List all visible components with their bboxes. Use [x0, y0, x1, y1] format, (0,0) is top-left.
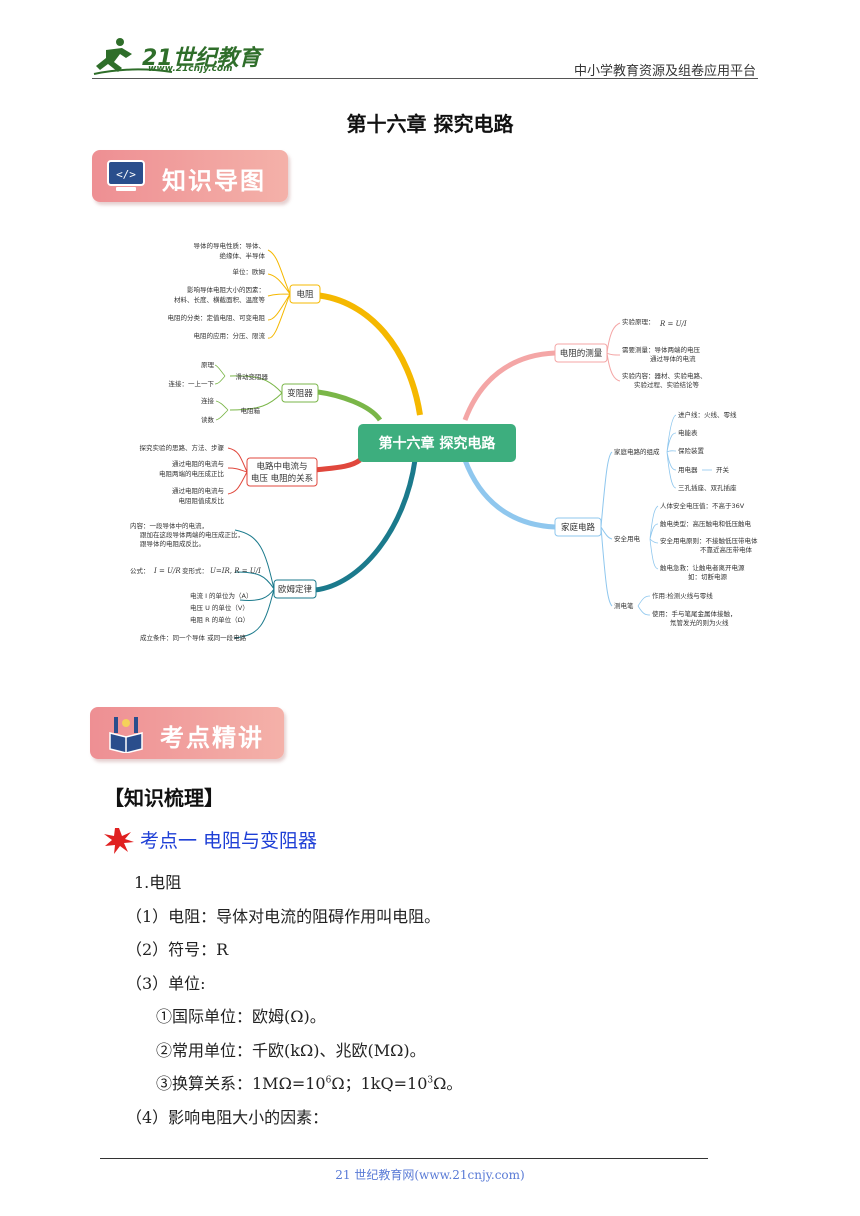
red-star-icon — [104, 828, 134, 854]
mm-leaf: 作用:检测火线与零线 — [652, 591, 713, 600]
body-line-7: ③换算关系：1MΩ=106Ω；1kQ=103Ω。 — [156, 1074, 463, 1093]
mm-leaf: 安全用电原则：不接触低压带电体 — [660, 536, 758, 545]
kaodian-title: 考点一 电阻与变阻器 — [140, 830, 318, 852]
mm-leaf: 用电器 — [678, 465, 698, 474]
svg-text:</>: </> — [116, 168, 136, 181]
mm-leaf: 公式： — [130, 566, 150, 575]
book-icon — [109, 717, 143, 753]
mm-leaf: 实验原理： — [622, 317, 655, 326]
body-line-5: ①国际单位：欧姆(Ω)。 — [156, 1007, 326, 1026]
mm-leaf: 人体安全电压值：不高于36V — [660, 501, 745, 510]
mm-sub: 电阻箱 — [241, 406, 261, 415]
mm-sub: 安全用电 — [614, 534, 641, 543]
logo-runner-icon — [93, 38, 173, 75]
mm-leaf: 内容：一段导体中的电流， — [130, 521, 208, 530]
header-platform-text: 中小学教育资源及组卷应用平台 — [573, 64, 756, 79]
mm-leaf: 不靠近高压带电体 — [700, 545, 753, 554]
mm-leaf: 开关 — [716, 465, 730, 474]
mm-leaf: 通过电阻的电流与 — [172, 486, 224, 495]
mm-rheostat: 变阻器 — [287, 388, 313, 399]
mm-leaf: 需要测量：导体两端的电压 — [622, 345, 701, 354]
mm-relation-l1: 电路中电流与 — [256, 461, 307, 472]
mm-leaf: 导体的导电性质：导体、 — [194, 241, 266, 250]
mm-measure: 电阻的测量 — [560, 348, 603, 359]
body-line-1: 1.电阻 — [134, 873, 182, 892]
mm-leaf: 电压 U 的单位（V） — [190, 603, 249, 612]
body-line-8: （4）影响电阻大小的因素： — [126, 1108, 329, 1127]
mm-leaf: 电流 I 的单位为（A） — [190, 591, 253, 600]
mm-leaf: 通过导体的电流 — [650, 354, 696, 363]
code-monitor-icon: </> — [107, 160, 145, 191]
mm-sub: 测电笔 — [614, 601, 634, 610]
mm-leaf: 材料、长度、横截面积、温度等 — [174, 295, 266, 304]
mm-leaf: 实验内容：器材、实验电路、 — [622, 371, 707, 380]
mind-map: 第十六章 探究电路 电阻 导体的导电性质：导体、 绝缘体、半导体 单位：欧姆 影… — [130, 241, 758, 642]
mm-leaf: 连接：一上一下 — [169, 379, 215, 388]
mm-leaf: 电阻阻值成反比 — [179, 496, 225, 505]
mm-leaf: 成立条件：同一个导体 或同一段电路 — [140, 633, 247, 642]
mm-ohm: 欧姆定律 — [278, 584, 313, 595]
body-line-2: （1）电阻：导体对电流的阻碍作用叫电阻。 — [126, 907, 441, 926]
mm-leaf: 绝缘体、半导体 — [220, 251, 266, 260]
mm-leaf: 三孔插座、双孔插座 — [678, 483, 737, 492]
mm-sub: 滑动变阻器 — [236, 372, 269, 381]
mm-formula-variant: U=IR, R = U/I — [210, 567, 261, 575]
mm-leaf: 实验过程、实验结论等 — [634, 380, 700, 389]
mm-formula: I = U/R — [153, 567, 181, 575]
mm-leaf: 使用：手与笔尾金属体接触， — [652, 609, 737, 618]
logo-text: 21世纪教育 — [142, 46, 261, 71]
mm-leaf: 进户线：火线、零线 — [678, 410, 737, 419]
mindmap-banner: </> 知识导图 — [92, 150, 288, 202]
mm-leaf: 电能表 — [678, 428, 698, 437]
body-line-3: （2）符号：R — [126, 940, 229, 959]
mm-leaf: 触电急救：让触电者离开电源 — [660, 563, 745, 572]
mm-leaf: 保险装置 — [678, 446, 705, 455]
mm-measure-formula: R = U/I — [659, 320, 687, 328]
mm-resistance: 电阻 — [296, 289, 314, 300]
keypoints-banner-text: 考点精讲 — [160, 724, 264, 752]
mm-leaf: 电阻两端的电压成正比 — [159, 469, 225, 478]
mindmap-center: 第十六章 探究电路 — [379, 435, 497, 452]
mm-leaf: 电阻的分类：定值电阻、可变电阻 — [168, 313, 266, 322]
section-heading: 【知识梳理】 — [104, 786, 224, 810]
mm-leaf: 氖管发光的则为火线 — [670, 618, 729, 627]
mm-leaf: 跟导体的电阻成反比。 — [140, 539, 205, 548]
mm-leaf: 变形式： — [182, 566, 208, 575]
mm-leaf: 探究实验的思路、方法、步骤 — [140, 443, 225, 452]
mm-leaf: 跟加在这段导体两端的电压成正比， — [140, 530, 244, 539]
mm-leaf: 通过电阻的电流与 — [172, 459, 224, 468]
page-title: 第十六章 探究电路 — [346, 112, 514, 136]
footer-text: 21 世纪教育网(www.21cnjy.com) — [335, 1168, 525, 1182]
mm-leaf: 连接 — [201, 396, 215, 405]
logo-url: www.21cnjy.com — [148, 64, 233, 74]
mm-leaf: 影响导体电阻大小的因素： — [187, 285, 265, 294]
mm-leaf: 单位：欧姆 — [233, 267, 266, 276]
body-line-4: （3）单位: — [126, 974, 206, 993]
mm-leaf: 原理 — [201, 361, 215, 369]
mm-sub: 家庭电路的组成 — [614, 447, 660, 456]
mindmap-banner-text: 知识导图 — [162, 167, 266, 195]
mm-home: 家庭电路 — [561, 522, 596, 533]
mm-relation-l2: 电压 电阻的关系 — [251, 473, 313, 484]
mm-leaf: 读数 — [201, 415, 215, 424]
mm-leaf: 如：切断电源 — [688, 572, 728, 581]
mm-leaf: 电阻 R 的单位（Ω） — [190, 615, 249, 624]
footer-divider — [100, 1158, 708, 1159]
body-line-6: ②常用单位：千欧(kΩ)、兆欧(MΩ)。 — [156, 1041, 426, 1060]
header-divider — [92, 78, 758, 79]
keypoints-banner: 考点精讲 — [90, 707, 284, 759]
mm-leaf: 电阻的应用：分压、限流 — [194, 331, 266, 340]
mm-leaf: 触电类型：高压触电和低压触电 — [660, 519, 752, 528]
